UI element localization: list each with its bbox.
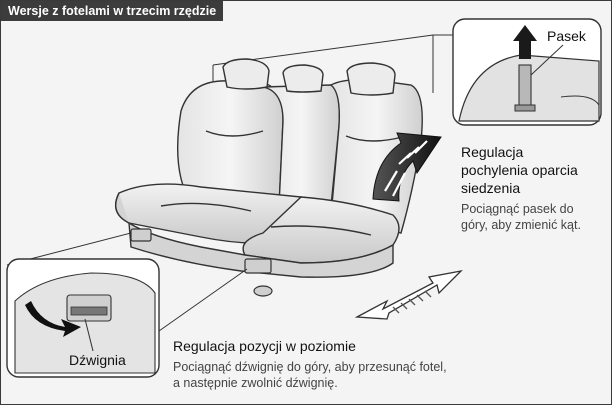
seat-legs	[130, 228, 273, 297]
recline-arrow	[372, 132, 442, 202]
lever-connector-line-2	[158, 268, 248, 332]
recline-desc-line-2: góry, aby zmienić kąt.	[461, 218, 581, 232]
slide-desc-line-1: Pociągnąć dźwignię do góry, aby przesuną…	[173, 360, 447, 374]
slide-desc-line-2: a następnie zwolnić dźwignię.	[173, 376, 338, 390]
lever-inset	[6, 258, 160, 378]
strap-label: Pasek	[547, 28, 586, 44]
section-title: Wersje z fotelami w trzecim rzędzie	[1, 1, 224, 21]
recline-desc-line-1: Pociągnąć pasek do	[461, 202, 574, 216]
slide-title: Regulacja pozycji w poziomie	[173, 338, 356, 354]
recline-title-line-3: siedzenia	[461, 180, 521, 196]
recline-title-line-2: pochylenia oparcia	[461, 162, 578, 178]
lever-label: Dźwignia	[69, 352, 126, 368]
seat-cushions	[115, 183, 400, 278]
recline-title-line-1: Regulacja	[461, 144, 524, 160]
strap-inset	[452, 18, 602, 126]
slide-arrow	[354, 269, 463, 320]
